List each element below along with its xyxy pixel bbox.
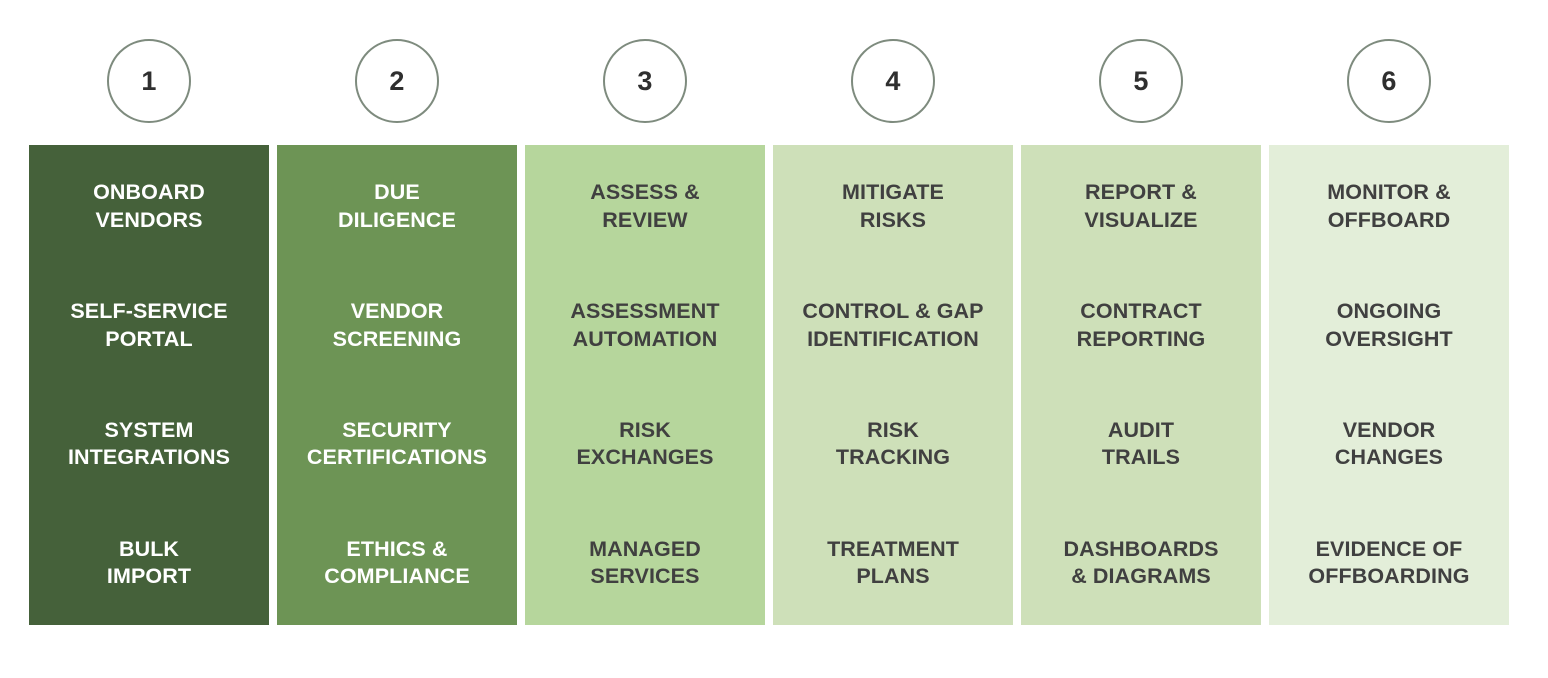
stage-item-6-3: EVIDENCE OF OFFBOARDING — [1308, 536, 1470, 589]
stage-item-3-1: ASSESSMENT AUTOMATION — [570, 298, 720, 351]
stage-column-4[interactable]: MITIGATE RISKS CONTROL & GAP IDENTIFICAT… — [773, 145, 1013, 625]
stage-column-row: ONBOARD VENDORS SELF-SERVICE PORTAL SYST… — [29, 145, 1509, 625]
stage-heading-3: ASSESS & REVIEW — [590, 180, 700, 232]
stage-heading-6: MONITOR & OFFBOARD — [1327, 180, 1451, 232]
stage-heading-2: DUE DILIGENCE — [338, 180, 456, 232]
stage-item-3-2: RISK EXCHANGES — [576, 417, 714, 470]
stage-item-2-1: VENDOR SCREENING — [332, 298, 462, 351]
step-number-cell-5: 5 — [1021, 38, 1261, 124]
step-circle-6[interactable]: 6 — [1347, 39, 1431, 123]
step-number-label-3: 3 — [637, 65, 653, 96]
stage-item-4-2: RISK TRACKING — [835, 417, 951, 470]
stage-item-5-1: CONTRACT REPORTING — [1076, 298, 1206, 351]
stage-column-1[interactable]: ONBOARD VENDORS SELF-SERVICE PORTAL SYST… — [29, 145, 269, 625]
stage-item-4-1: CONTROL & GAP IDENTIFICATION — [802, 298, 984, 351]
step-circle-1[interactable]: 1 — [107, 39, 191, 123]
step-circle-5[interactable]: 5 — [1099, 39, 1183, 123]
stage-column-5[interactable]: REPORT & VISUALIZE CONTRACT REPORTING AU… — [1021, 145, 1261, 625]
step-number-cell-4: 4 — [773, 38, 1013, 124]
stage-item-5-2: AUDIT TRAILS — [1101, 417, 1181, 470]
step-circle-3[interactable]: 3 — [603, 39, 687, 123]
stage-item-1-1: SELF-SERVICE PORTAL — [70, 298, 228, 351]
stage-item-1-3: BULK IMPORT — [106, 536, 192, 589]
step-number-cell-3: 3 — [525, 38, 765, 124]
step-number-cell-6: 6 — [1269, 38, 1509, 124]
stage-column-2[interactable]: DUE DILIGENCE VENDOR SCREENING SECURITY … — [277, 145, 517, 625]
step-number-label-2: 2 — [389, 65, 405, 96]
stage-item-2-2: SECURITY CERTIFICATIONS — [306, 417, 488, 470]
step-number-label-1: 1 — [141, 65, 157, 96]
stage-item-3-3: MANAGED SERVICES — [589, 536, 701, 589]
stage-heading-4: MITIGATE RISKS — [842, 180, 944, 232]
stage-item-5-3: DASHBOARDS & DIAGRAMS — [1063, 536, 1219, 589]
step-number-label-5: 5 — [1133, 65, 1149, 96]
step-number-label-4: 4 — [885, 65, 901, 96]
stage-heading-5: REPORT & VISUALIZE — [1084, 180, 1198, 232]
stage-item-1-2: SYSTEM INTEGRATIONS — [67, 417, 231, 470]
stage-heading-1: ONBOARD VENDORS — [93, 180, 205, 232]
step-number-label-6: 6 — [1381, 65, 1397, 96]
step-number-cell-2: 2 — [277, 38, 517, 124]
step-circle-4[interactable]: 4 — [851, 39, 935, 123]
stage-item-2-3: ETHICS & COMPLIANCE — [324, 536, 470, 589]
step-number-row: 1 2 3 4 5 6 — [29, 38, 1509, 124]
step-circle-2[interactable]: 2 — [355, 39, 439, 123]
stage-item-6-1: ONGOING OVERSIGHT — [1325, 298, 1453, 351]
stage-column-3[interactable]: ASSESS & REVIEW ASSESSMENT AUTOMATION RI… — [525, 145, 765, 625]
step-number-cell-1: 1 — [29, 38, 269, 124]
stage-item-4-3: TREATMENT PLANS — [827, 536, 959, 589]
stage-item-6-2: VENDOR CHANGES — [1334, 417, 1444, 470]
stage-column-6[interactable]: MONITOR & OFFBOARD ONGOING OVERSIGHT VEN… — [1269, 145, 1509, 625]
